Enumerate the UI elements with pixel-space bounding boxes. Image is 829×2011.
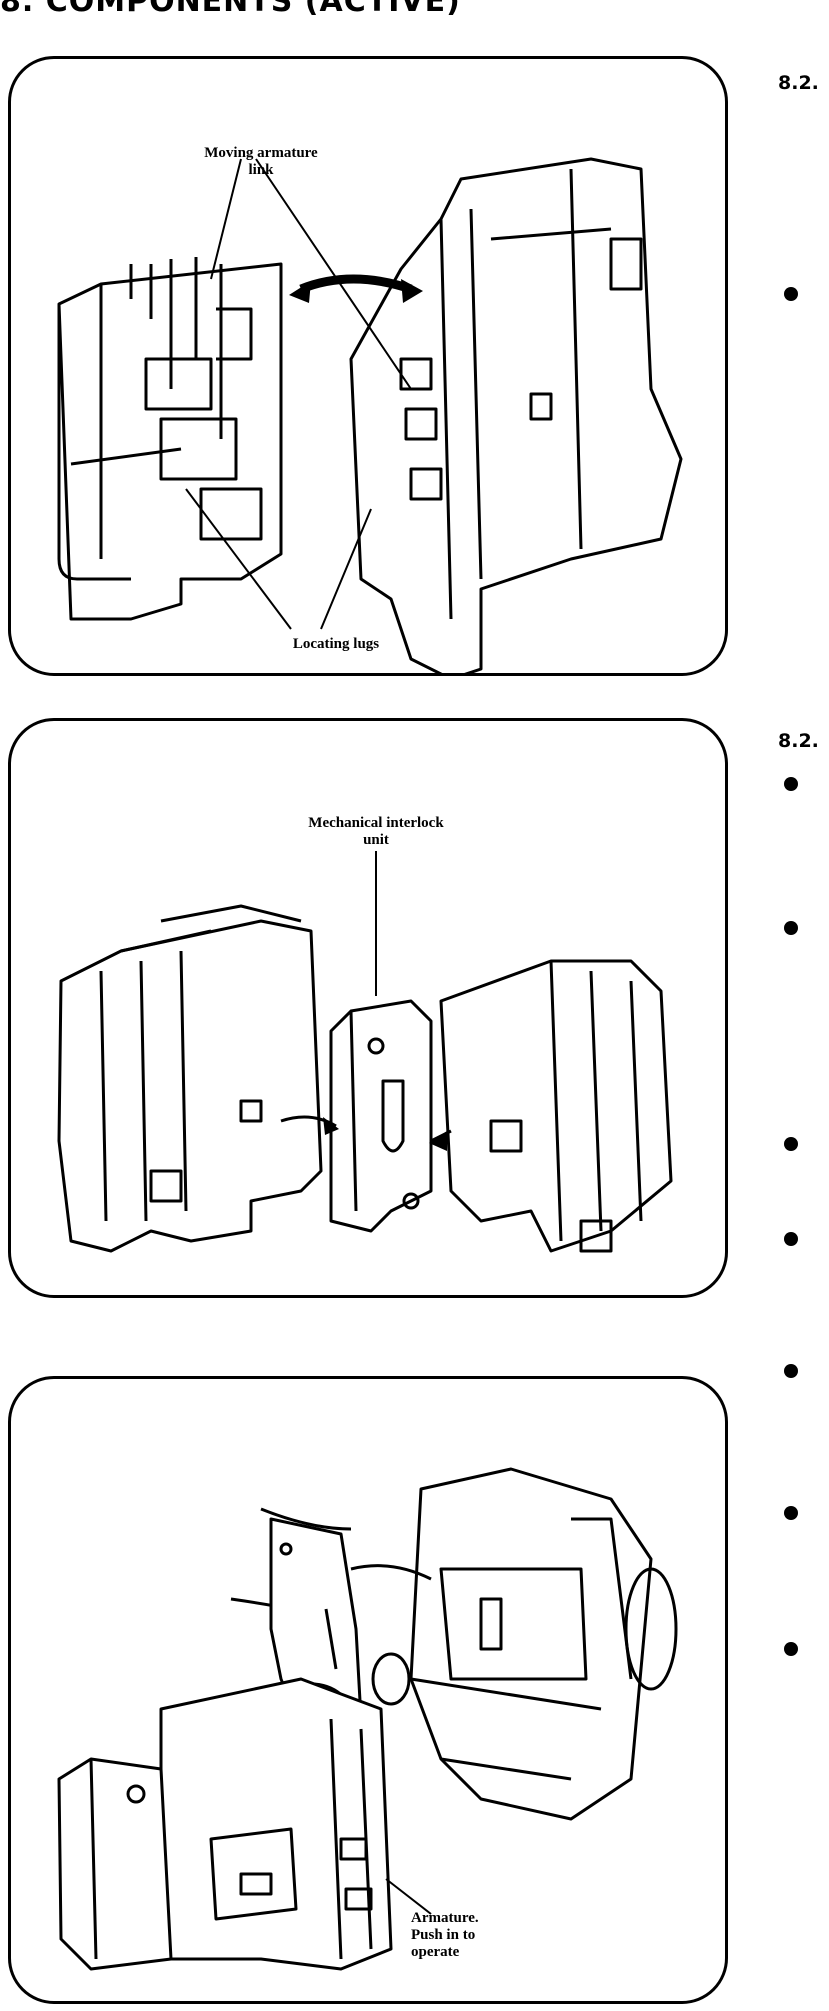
bullet-marker <box>784 1364 798 1378</box>
bullet-marker <box>784 287 798 301</box>
bullet-marker <box>784 1642 798 1656</box>
label-line: Moving armature <box>204 145 318 161</box>
bullet-marker <box>784 1137 798 1151</box>
contactor-disassembly-illustration <box>57 157 683 673</box>
section-number: 8.2. <box>778 730 819 752</box>
mechanical-interlock-illustration <box>57 851 673 1253</box>
label-line: unit <box>363 832 389 848</box>
page-heading: 8. COMPONENTS (ACTIVE) <box>0 0 461 19</box>
armature-push-label: Armature. Push in to operate <box>411 1910 541 1961</box>
figure-armature-operate-panel: Armature. Push in to operate <box>8 1376 728 2004</box>
mechanical-interlock-unit-label: Mechanical interlock unit <box>276 815 476 849</box>
section-number: 8.2. <box>778 72 819 94</box>
bullet-marker <box>784 1232 798 1246</box>
bullet-marker <box>784 1506 798 1520</box>
bullet-marker <box>784 921 798 935</box>
figure-armature-link-panel: Moving armature link Locating lugs <box>8 56 728 676</box>
locating-lugs-label: Locating lugs <box>292 636 380 652</box>
label-line: Mechanical interlock <box>308 815 444 831</box>
label-line: link <box>248 162 274 178</box>
label-line: Push in to <box>411 1927 476 1943</box>
bullet-marker <box>784 777 798 791</box>
label-line: operate <box>411 1944 460 1960</box>
armature-operation-illustration <box>57 1467 678 1971</box>
moving-armature-link-label: Moving armature link <box>176 145 346 179</box>
label-line: Armature. <box>411 1910 479 1926</box>
figure-mechanical-interlock-panel: Mechanical interlock unit <box>8 718 728 1298</box>
